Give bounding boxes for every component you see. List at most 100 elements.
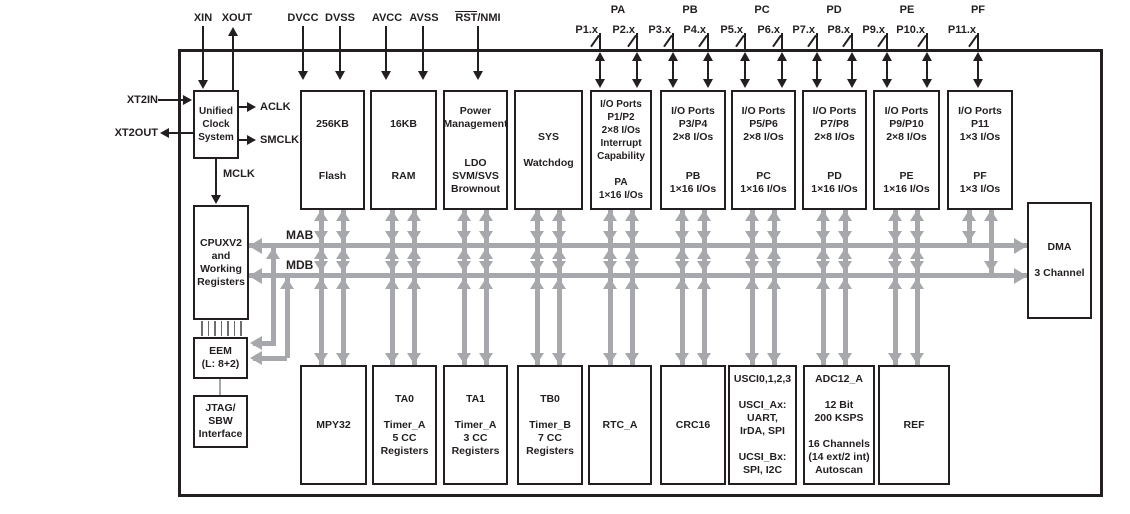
port-pin-stub	[599, 33, 601, 50]
arrowhead-up	[479, 210, 493, 221]
arrowhead-down	[457, 231, 471, 242]
pin-label-xt2in: XT2IN	[126, 94, 158, 106]
port-group-label-pa: PA	[610, 4, 626, 16]
arrowhead-down	[675, 353, 689, 364]
arrowhead-up	[530, 248, 544, 259]
arrowhead-down	[530, 261, 544, 272]
port-io-arrow-down	[812, 79, 822, 88]
arrowhead-down	[314, 231, 328, 242]
pin-arrow-avss	[418, 71, 428, 80]
pin-label-p1x: P1.x	[575, 24, 598, 36]
arrowhead-up	[625, 278, 639, 289]
bus-mab-line	[249, 243, 1027, 248]
arrowhead-up	[910, 278, 924, 289]
arrowhead-down	[479, 261, 493, 272]
block-usci: USCI0,1,2,3 USCI_Ax:UART,IrDA, SPI UCSI_…	[728, 365, 797, 485]
port-io-line	[744, 54, 746, 86]
arrowhead-up	[745, 210, 759, 221]
block-eem: EEM(L: 8+2)	[193, 337, 248, 379]
pin-line-dvss	[339, 26, 341, 73]
arrowhead-down	[816, 353, 830, 364]
arrowhead-down	[407, 231, 421, 242]
port-io-arrow-up	[882, 52, 892, 61]
port-io-arrow-down	[668, 79, 678, 88]
pin-line-rst-nmi	[477, 26, 479, 73]
arrowhead-down	[603, 231, 617, 242]
pin-label-xt2out: XT2OUT	[114, 127, 158, 139]
eem-mab-line	[270, 341, 276, 346]
arrowhead-down	[767, 261, 781, 272]
arrowhead-down	[314, 261, 328, 272]
bus-connector-line	[988, 210, 994, 278]
arrowhead-up	[625, 248, 639, 259]
arrowhead-down	[625, 261, 639, 272]
arrowhead-up	[457, 248, 471, 259]
arrowhead-down	[625, 353, 639, 364]
pin-label-dvcc: DVCC	[287, 12, 319, 24]
pin-label-p2x: P2.x	[612, 24, 635, 36]
arrowhead-up	[479, 248, 493, 259]
port-pin-stub	[816, 33, 818, 50]
arrowhead-down	[910, 261, 924, 272]
cpu-eem-comb-line	[220, 321, 222, 336]
block-mpy32: MPY32	[300, 365, 367, 485]
arrowhead-up	[314, 210, 328, 221]
arrowhead-up	[530, 210, 544, 221]
port-io-line	[886, 54, 888, 86]
cpu-eem-comb-line	[201, 321, 203, 336]
arrowhead-up	[984, 210, 998, 221]
port-io-arrow-up	[632, 52, 642, 61]
port-group-label-pe: PE	[899, 4, 915, 16]
pin-label-p6x: P6.x	[757, 24, 780, 36]
pin-line-avcc	[385, 26, 387, 73]
arrowhead-up	[675, 278, 689, 289]
arrowhead-down	[552, 231, 566, 242]
arrowhead-down	[603, 353, 617, 364]
arrowhead-down	[675, 231, 689, 242]
arrowhead-down	[984, 261, 998, 272]
signal-label-aclk: ACLK	[260, 101, 291, 113]
arrowhead-down	[530, 231, 544, 242]
port-pin-stub	[781, 33, 783, 50]
pin-line-dvcc	[302, 26, 304, 73]
bus-mab-arrow-to-dma	[1014, 237, 1027, 254]
arrowhead-up	[385, 248, 399, 259]
arrowhead-down	[675, 261, 689, 272]
arrowhead-down	[385, 261, 399, 272]
pin-label-p8x: P8.x	[827, 24, 850, 36]
arrowhead-down	[697, 261, 711, 272]
aclk-line	[239, 106, 253, 108]
pin-label-dvss: DVSS	[325, 12, 355, 24]
arrowhead-up	[745, 278, 759, 289]
port-io-arrow-up	[740, 52, 750, 61]
cpu-eem-comb-line	[240, 321, 242, 336]
arrowhead-down	[697, 353, 711, 364]
bus-connector-line	[966, 210, 972, 248]
bus-label-mab: MAB	[286, 228, 314, 242]
arrowhead-up	[314, 248, 328, 259]
arrowhead-up	[888, 210, 902, 221]
arrowhead-down	[336, 231, 350, 242]
port-io-arrow-down	[632, 79, 642, 88]
arrowhead-down	[767, 353, 781, 364]
arrowhead-up	[888, 278, 902, 289]
port-pin-stub	[926, 33, 928, 50]
arrowhead-down	[530, 353, 544, 364]
arrowhead-up	[838, 248, 852, 259]
smclk-arrow	[247, 135, 256, 145]
arrowhead-up	[816, 210, 830, 221]
pin-line-avss	[422, 26, 424, 73]
pin-label-rst-nmi: RST/NMI	[455, 11, 501, 24]
pin-label-p5x: P5.x	[720, 24, 743, 36]
arrowhead-down	[910, 353, 924, 364]
bus-mdb-arrow-to-dma	[1014, 267, 1027, 284]
arrowhead-up	[767, 248, 781, 259]
